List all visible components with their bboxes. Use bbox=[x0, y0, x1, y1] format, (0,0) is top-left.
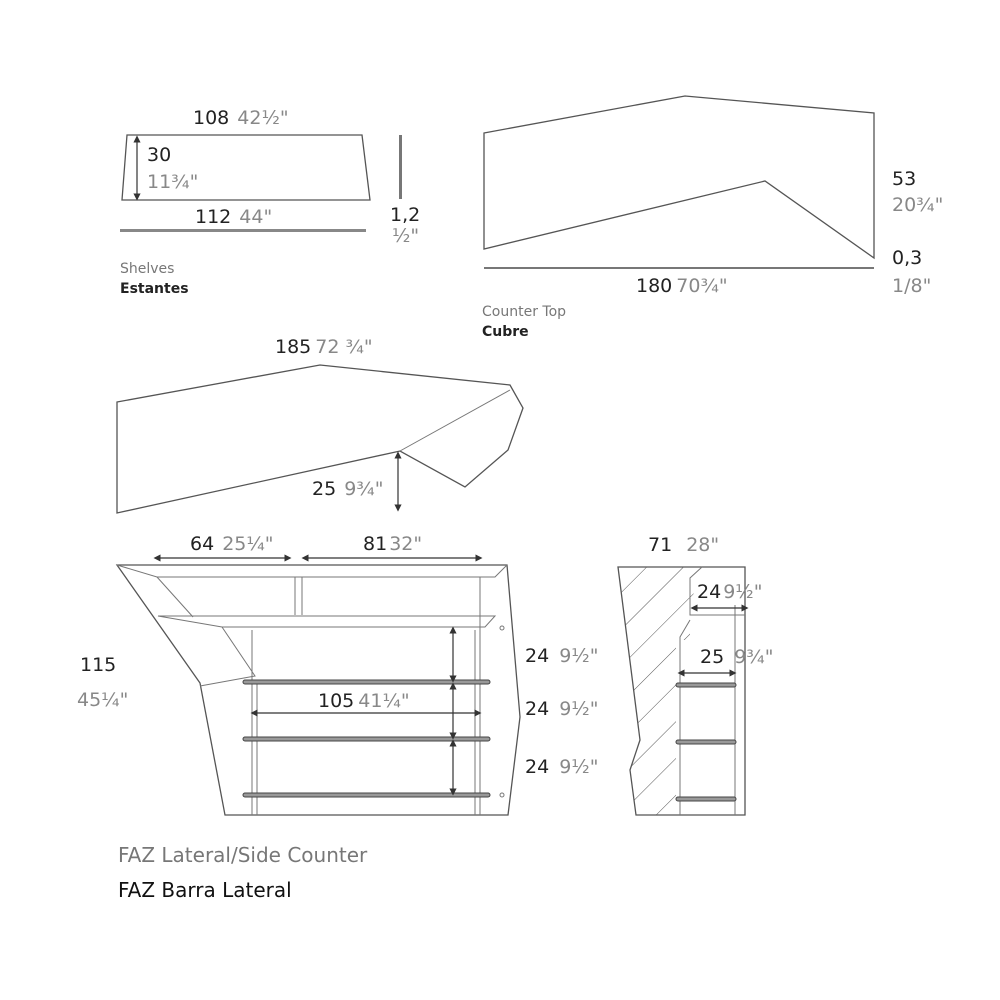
plan-edge-line bbox=[399, 389, 511, 452]
counter-top-thickness-in: 1/8" bbox=[892, 275, 931, 297]
shelf-profile bbox=[120, 229, 366, 232]
front-shelf-bar bbox=[242, 736, 491, 742]
side-lower-niche bbox=[679, 619, 691, 815]
shelf-height-in: 11¾" bbox=[147, 171, 198, 193]
front-bolt bbox=[499, 792, 505, 798]
shelves-label-en: Shelves bbox=[120, 261, 174, 277]
side-upper-niche bbox=[689, 566, 745, 616]
front-inner-edge bbox=[156, 576, 194, 618]
side-shelf-bar bbox=[675, 682, 737, 688]
shelves-label-es: Estantes bbox=[120, 281, 189, 297]
plan-outline bbox=[116, 364, 524, 514]
side-section-hatch bbox=[618, 567, 702, 815]
shelf-thickness-in: ½" bbox=[392, 225, 419, 247]
counter-top-height-in: 20¾" bbox=[892, 194, 943, 216]
front-side-facet bbox=[199, 626, 256, 687]
front-shelf-bar bbox=[242, 679, 491, 685]
shelf-thickness-cm: 1,2 bbox=[390, 204, 420, 226]
shelf-outline bbox=[121, 134, 371, 201]
caption-en: FAZ Lateral/Side Counter bbox=[118, 843, 368, 867]
side-shelf-bar bbox=[675, 796, 737, 802]
front-top-edge bbox=[116, 564, 508, 578]
front-shelf-bar bbox=[242, 792, 491, 798]
counter-top-outline bbox=[483, 95, 875, 260]
shelf-height-cm: 30 bbox=[147, 144, 171, 166]
counter-top-label-es: Cubre bbox=[482, 324, 529, 340]
shelf-edge-profile bbox=[399, 135, 402, 199]
side-shelf-bar bbox=[675, 739, 737, 745]
height-in: 45¼" bbox=[77, 689, 128, 711]
caption-es: FAZ Barra Lateral bbox=[118, 878, 292, 902]
counter-top-label-en: Counter Top bbox=[482, 304, 566, 320]
counter-top-thickness-cm: 0,3 bbox=[892, 247, 922, 269]
counter-top-height-cm: 53 bbox=[892, 168, 916, 190]
height-cm: 115 bbox=[80, 654, 116, 676]
front-bolt bbox=[499, 625, 505, 631]
front-upper-shelf bbox=[157, 615, 497, 628]
side-outline bbox=[617, 566, 746, 816]
